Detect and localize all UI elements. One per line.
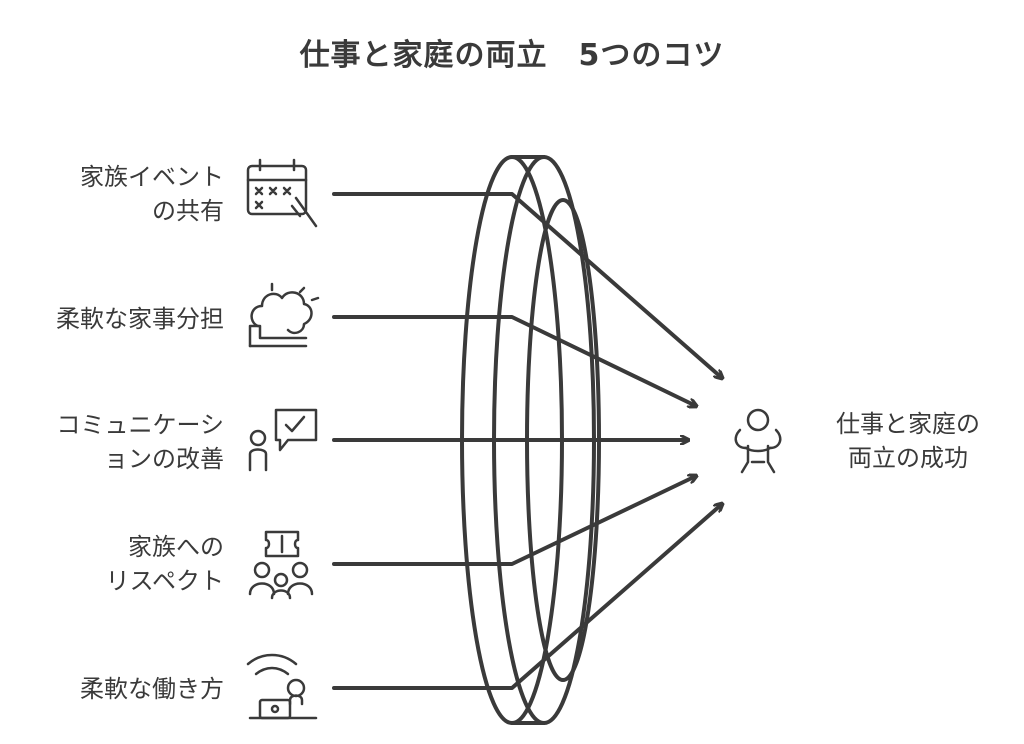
ray-1 (332, 192, 722, 378)
page-title: 仕事と家庭の両立 5つのコツ (299, 38, 725, 73)
tip-label-1-line1: 家族イベント (80, 163, 224, 191)
tip-label-4: 家族への リスペクト (106, 530, 224, 598)
tip-label-5: 柔軟な働き方 (80, 672, 224, 706)
tip-label-4-line1: 家族への (128, 533, 224, 561)
chat-person-icon (248, 408, 318, 472)
tip-label-4-line2: リスペクト (105, 567, 224, 595)
result-label-line1: 仕事と家庭の (836, 410, 980, 438)
result-label: 仕事と家庭の 両立の成功 (808, 407, 1008, 475)
tip-label-2: 柔軟な家事分担 (56, 302, 224, 336)
tip-label-3-line1: コミュニケーシ (56, 411, 224, 439)
cleaning-icon (248, 282, 320, 348)
remote-work-icon (246, 653, 318, 720)
tip-label-1-line2: の共有 (152, 197, 224, 225)
tip-label-3-line2: ョンの改善 (104, 445, 224, 473)
tip-label-1: 家族イベント の共有 (80, 160, 224, 228)
ray-2 (332, 315, 696, 406)
family-ticket-icon (248, 530, 314, 600)
calendar-icon (246, 158, 318, 228)
result-label-line2: 両立の成功 (848, 444, 968, 472)
tip-label-3: コミュニケーシ ョンの改善 (56, 408, 224, 476)
tip-label-5-line1: 柔軟な働き方 (80, 675, 224, 703)
ray-4 (332, 476, 696, 566)
tip-label-2-line1: 柔軟な家事分担 (56, 305, 224, 333)
person-balance-icon (734, 408, 782, 474)
ray-5 (332, 504, 722, 690)
